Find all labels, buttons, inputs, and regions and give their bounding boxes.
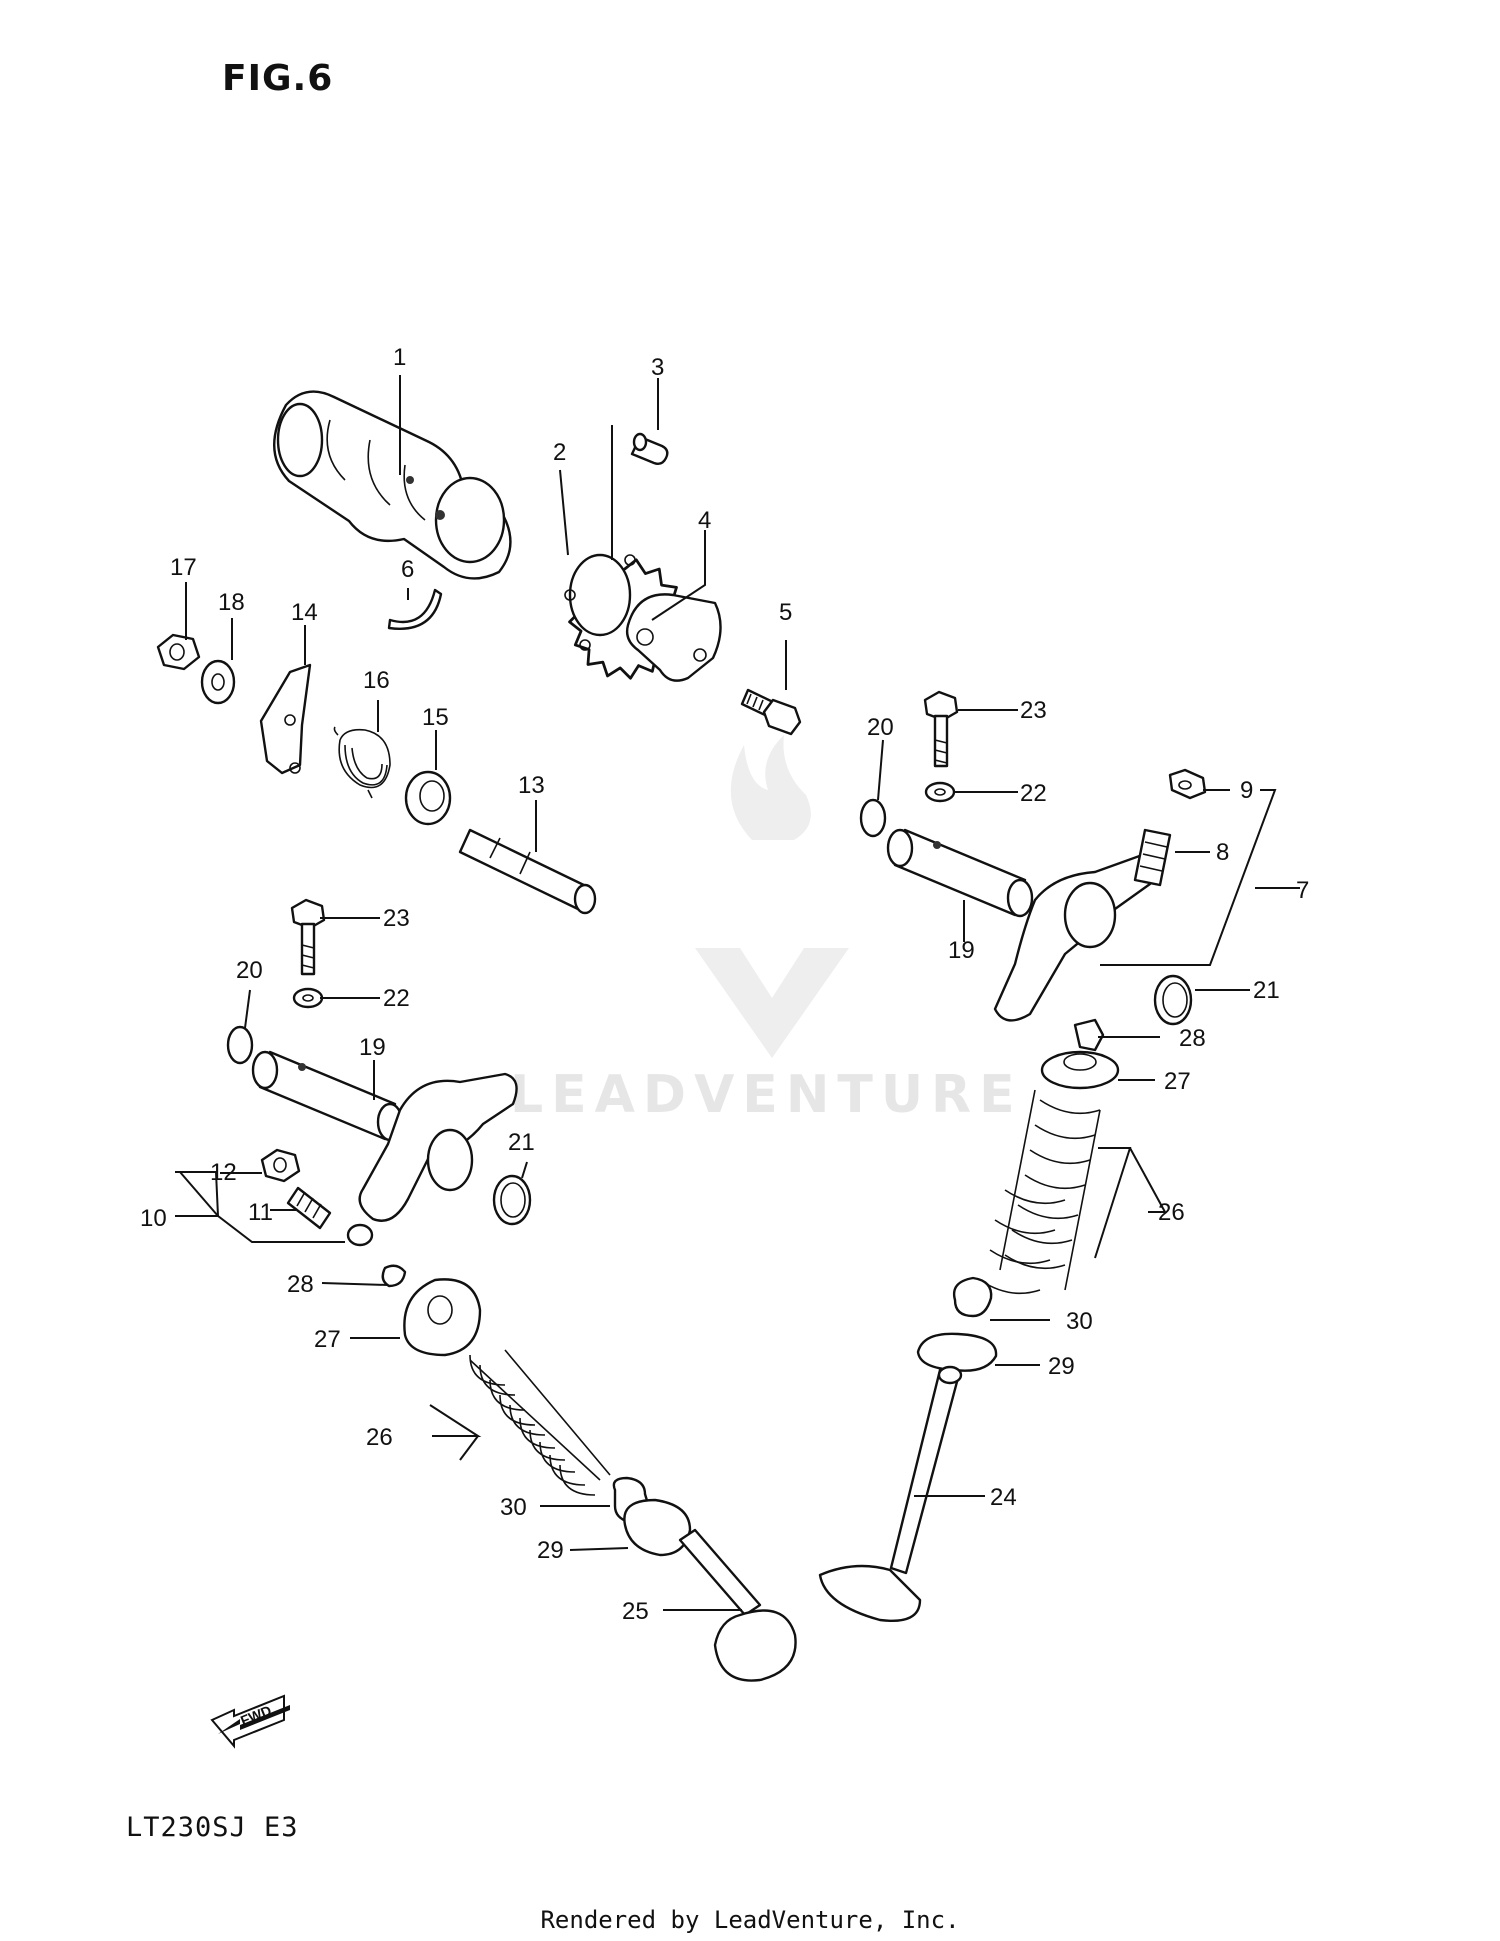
model-code: LT230SJ E3 xyxy=(126,1812,299,1843)
valve-cotter-part-28-left xyxy=(381,1264,407,1288)
callout-23-right: 23 xyxy=(1020,697,1047,724)
watermark: LEADVENTURE xyxy=(510,735,1023,1125)
lock-nut-part-12 xyxy=(260,1148,301,1183)
washer-part-22-left xyxy=(292,987,324,1009)
callout-26-right: 26 xyxy=(1158,1199,1185,1226)
o-ring-part-21-left xyxy=(492,1174,532,1226)
callout-28-left: 28 xyxy=(287,1271,314,1298)
callout-23-left: 23 xyxy=(383,905,410,932)
callout-10: 10 xyxy=(140,1205,167,1232)
callout-19-right: 19 xyxy=(948,937,975,964)
callout-9: 9 xyxy=(1240,777,1253,804)
callout-13: 13 xyxy=(518,772,545,799)
callout-8: 8 xyxy=(1216,839,1229,866)
rocker-arm-part-10-left xyxy=(346,1072,518,1247)
callout-22-left: 22 xyxy=(383,985,410,1012)
torsion-spring-part xyxy=(333,726,391,799)
retaining-clip-part xyxy=(387,588,443,630)
oil-seal-part xyxy=(404,770,452,826)
rocker-arm-part-7-right xyxy=(993,852,1156,1022)
spring-retainer-part-27-right xyxy=(1040,1050,1120,1090)
o-ring-part-21-right xyxy=(1153,974,1193,1026)
callout-26-left: 26 xyxy=(366,1424,393,1451)
spring-seat-part-29-right xyxy=(916,1332,998,1372)
spring-retainer-part-27-left xyxy=(403,1278,482,1357)
bracket-part xyxy=(259,663,312,775)
callout-2: 2 xyxy=(553,439,566,466)
o-ring-part-20-left xyxy=(226,1025,254,1065)
callout-11: 11 xyxy=(248,1199,273,1226)
callout-25: 25 xyxy=(622,1598,649,1625)
callout-19-left: 19 xyxy=(359,1034,386,1061)
callout-22-right: 22 xyxy=(1020,780,1047,807)
valve-cotter-part-28-right xyxy=(1073,1018,1105,1052)
adjusting-screw-part-8 xyxy=(1133,828,1172,887)
forward-arrow-icon: FWD xyxy=(210,1694,290,1749)
bolt-part-23-left xyxy=(290,898,326,976)
callout-29-right: 29 xyxy=(1048,1353,1075,1380)
camshaft-part xyxy=(273,390,512,580)
callout-1: 1 xyxy=(393,344,406,371)
callout-20-left: 20 xyxy=(236,957,263,984)
callout-21-right: 21 xyxy=(1253,977,1280,1004)
valve-part-25 xyxy=(678,1528,797,1682)
callout-15: 15 xyxy=(422,704,449,731)
callout-20-right: 20 xyxy=(867,714,894,741)
lock-nut-part-9 xyxy=(1168,768,1207,800)
callout-16: 16 xyxy=(363,667,390,694)
watermark-text: LEADVENTURE xyxy=(510,1065,1023,1125)
callout-17: 17 xyxy=(170,554,197,581)
o-ring-part-20-right xyxy=(859,798,887,838)
callout-numbers: 1 2 3 4 5 6 7 8 9 10 12 11 13 14 15 16 1… xyxy=(140,344,1309,1625)
footer-credit: Rendered by LeadVenture, Inc. xyxy=(540,1906,960,1934)
callout-29-left: 29 xyxy=(537,1537,564,1564)
valve-spring-part-26-left xyxy=(469,1349,611,1496)
sprocket-plate-part xyxy=(625,593,722,682)
callout-30-left: 30 xyxy=(500,1494,527,1521)
callout-14: 14 xyxy=(291,599,318,626)
callout-7: 7 xyxy=(1296,877,1309,904)
adjusting-screw-part-11 xyxy=(286,1186,332,1230)
bolt-part-23-right xyxy=(923,690,959,768)
decomp-shaft-part xyxy=(458,828,597,915)
valve-stem-seal-part-30-right xyxy=(952,1276,993,1318)
callout-28-right: 28 xyxy=(1179,1025,1206,1052)
figure-title: FIG.6 xyxy=(222,58,334,99)
spring-seat-part-29-left xyxy=(623,1498,692,1557)
rocker-shaft-part-19-left xyxy=(251,1050,404,1142)
valve-spring-part-26-right xyxy=(979,1089,1101,1295)
callout-27-left: 27 xyxy=(314,1326,341,1353)
callout-27-right: 27 xyxy=(1164,1068,1191,1095)
callout-21-left: 21 xyxy=(508,1129,535,1156)
callout-30-right: 30 xyxy=(1066,1308,1093,1335)
dowel-pin-part xyxy=(630,432,669,466)
nut-part-17 xyxy=(156,633,201,671)
callout-5: 5 xyxy=(779,599,792,626)
callout-18: 18 xyxy=(218,589,245,616)
callout-3: 3 xyxy=(651,354,664,381)
rocker-shaft-part-19-right xyxy=(886,828,1034,918)
washer-part-22-right xyxy=(924,781,956,803)
valve-part-24 xyxy=(818,1365,963,1622)
washer-part-18 xyxy=(200,659,236,705)
sprocket-bolt-part xyxy=(740,688,802,736)
callout-24: 24 xyxy=(990,1484,1017,1511)
callout-4: 4 xyxy=(698,507,711,534)
leader-lines xyxy=(175,375,1300,1611)
callout-6: 6 xyxy=(401,556,414,583)
callout-12: 12 xyxy=(210,1159,237,1186)
